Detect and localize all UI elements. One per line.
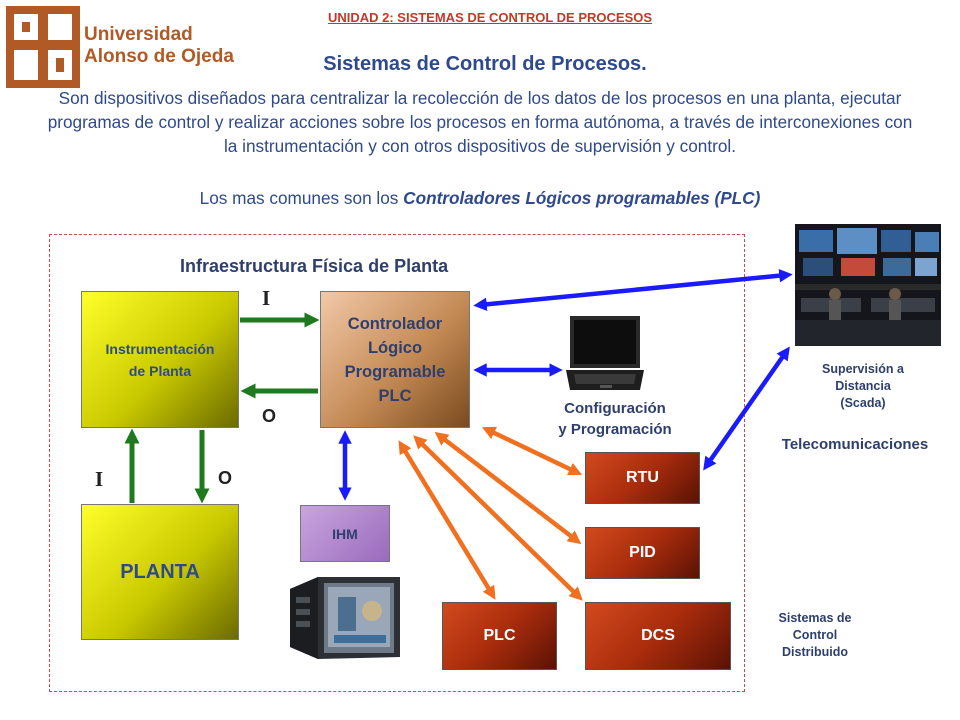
distributed-label-line2: Control xyxy=(792,628,838,642)
page-title: Sistemas de Control de Procesos. xyxy=(323,53,647,75)
arrow-plc-plc xyxy=(398,440,496,600)
planta-label: PLANTA xyxy=(120,560,200,583)
plc-secondary-box: PLC xyxy=(442,602,557,670)
output-label-left: O xyxy=(218,468,233,488)
input-label-top: I xyxy=(262,286,271,310)
infrastructure-title: Infraestructura Física de Planta xyxy=(180,256,449,276)
control-room-photo xyxy=(795,224,941,346)
unit-title: UNIDAD 2: SISTEMAS DE CONTROL DE PROCESO… xyxy=(327,10,653,25)
description-plc-emphasis: Controladores Lógicos programables (PLC) xyxy=(403,188,761,208)
ihm-label: IHM xyxy=(332,525,358,542)
plc-label-line4: PLC xyxy=(378,386,412,405)
laptop-picture xyxy=(564,314,646,392)
dcs-box: DCS xyxy=(585,602,731,670)
plc-secondary-label: PLC xyxy=(483,627,516,644)
logo-text-line1: Universidad xyxy=(84,24,193,45)
scada-room-icon xyxy=(795,224,941,346)
supervision-label: Supervisión a Distancia (Scada) xyxy=(788,361,938,412)
configuration-label-line2: y Programación xyxy=(558,421,672,438)
logo-text: Universidad Alonso de Ojeda xyxy=(84,24,234,68)
instrumentation-label-line1: Instrumentación xyxy=(105,340,215,357)
hmi-touch-panel-picture xyxy=(288,575,402,661)
plc-label-line2: Lógico xyxy=(367,338,423,357)
plc-label-line3: Programable xyxy=(344,362,446,381)
plc-controller-box: Controlador Lógico Programable PLC xyxy=(320,291,470,428)
description-plc-line: Los mas comunes son los Controladores Ló… xyxy=(40,188,920,209)
university-logo xyxy=(4,4,194,90)
distributed-label-line1: Sistemas de xyxy=(778,611,852,625)
plc-label-line1: Controlador xyxy=(347,314,443,333)
configuration-label-line1: Configuración xyxy=(564,400,666,417)
logo-text-line2: Alonso de Ojeda xyxy=(84,46,234,67)
description-paragraph: Son dispositivos diseñados para centrali… xyxy=(47,88,913,156)
touch-panel-icon xyxy=(290,577,400,659)
planta-box: PLANTA xyxy=(81,504,239,640)
description-plc-prefix: Los mas comunes son los xyxy=(199,188,404,208)
rtu-label: RTU xyxy=(626,469,659,486)
output-label-top: O xyxy=(262,406,277,426)
arrow-plc-scada xyxy=(473,268,793,312)
distributed-control-label: Sistemas de Control Distribuido xyxy=(745,610,885,661)
distributed-label-line3: Distribuido xyxy=(782,645,848,659)
configuration-label: Configuración y Programación xyxy=(530,398,700,440)
instrumentation-label-line2: de Planta xyxy=(128,362,192,379)
supervision-label-line3: (Scada) xyxy=(840,396,886,410)
arrow-plc-pid xyxy=(434,431,582,545)
laptop-icon xyxy=(566,316,644,390)
telecommunications-label: Telecomunicaciones xyxy=(781,436,929,453)
pid-box: PID xyxy=(585,527,700,579)
dcs-label: DCS xyxy=(641,627,675,644)
supervision-label-line1: Supervisión a xyxy=(822,362,904,376)
logo-emblem-icon xyxy=(6,6,80,88)
arrow-rtu-scada xyxy=(703,346,790,471)
instrumentation-box: Instrumentación de Planta xyxy=(81,291,239,428)
input-label-left: I xyxy=(95,467,104,491)
ihm-box: IHM xyxy=(300,505,390,562)
rtu-box: RTU xyxy=(585,452,700,504)
supervision-label-line2: Distancia xyxy=(835,379,891,393)
pid-label: PID xyxy=(629,544,656,561)
